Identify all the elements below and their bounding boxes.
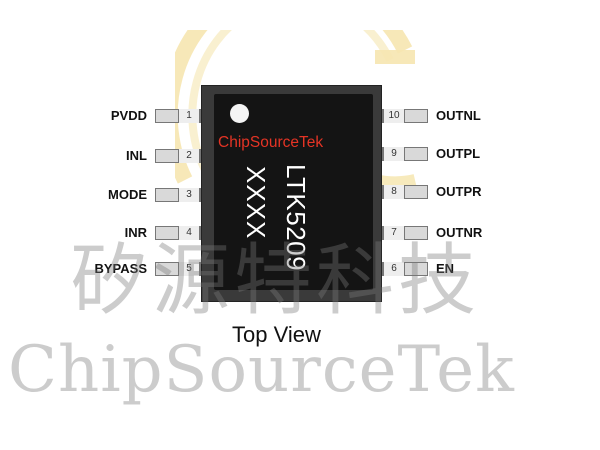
pin-3: 3 [155,188,201,202]
pin-number: 8 [383,185,405,199]
pin-number: 2 [178,149,200,163]
pin-1: 1 [155,109,201,123]
pin-4: 4 [155,226,201,240]
pin-label-en: EN [436,261,455,276]
pin-label-outpr: OUTPR [436,184,482,199]
pin-number: 5 [178,262,200,276]
pin-number: 10 [383,109,405,123]
pin-label-outnl: OUTNL [436,108,481,123]
pin-number: 6 [383,262,405,276]
pin-number: 4 [178,226,200,240]
pin-label-inr: INR [124,225,147,240]
pin-6: 6 [382,262,428,276]
pin-label-inl: INL [126,148,147,163]
watermark-english: ChipSourceTek [8,333,515,407]
pin-7: 7 [382,226,428,240]
ic-package-top [214,94,373,290]
pin-8: 8 [382,185,428,199]
pin-label-pvdd: PVDD [110,108,147,123]
pin-label-bypass: BYPASS [94,261,148,276]
pin-label-outnr: OUTNR [436,225,483,240]
pin-10: 10 [382,109,428,123]
pin-9: 9 [382,147,428,161]
chip-brand-marking: ChipSourceTek [218,134,324,151]
pin-number: 1 [178,109,200,123]
pin-number: 3 [178,188,200,202]
pin-5: 5 [155,262,201,276]
ic-package [201,85,382,302]
pin-2: 2 [155,149,201,163]
pin-label-mode: MODE [108,187,147,202]
top-view-caption: Top View [232,322,321,347]
watermark-chinese: 矽源特科技 [70,236,481,326]
pin-number: 9 [383,147,405,161]
pin1-indicator-dot [230,104,249,123]
pin-number: 7 [383,226,405,240]
pin-label-outpl: OUTPL [436,146,481,161]
